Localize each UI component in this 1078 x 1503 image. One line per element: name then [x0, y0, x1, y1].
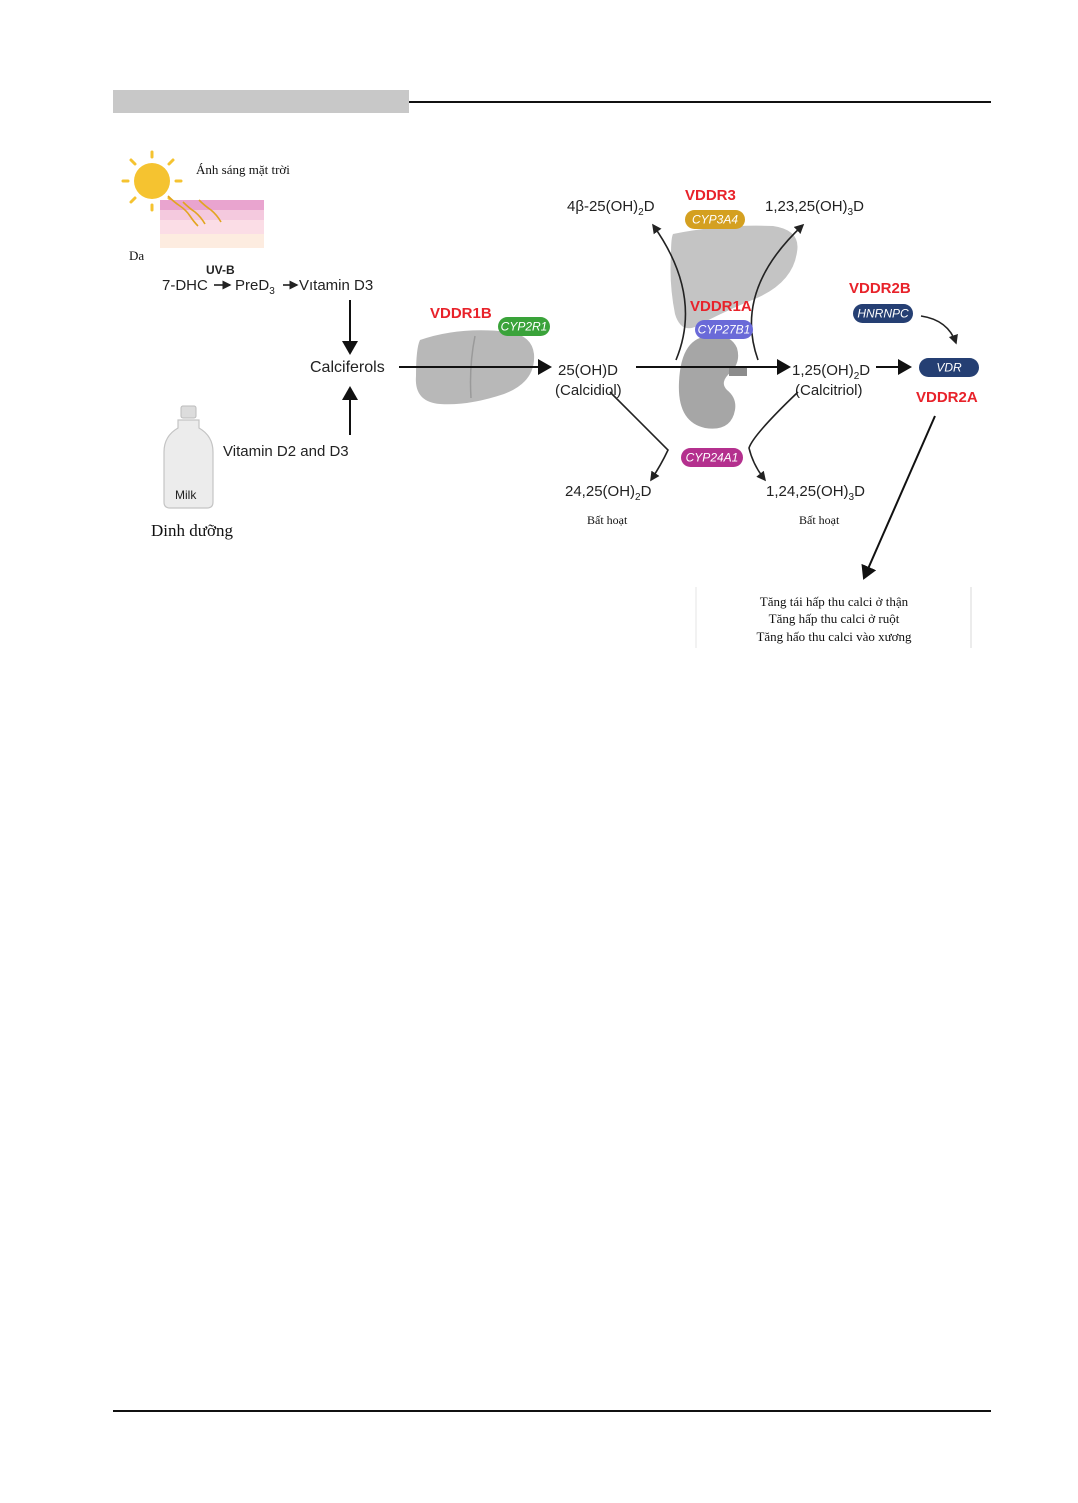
skin-label: Da: [129, 248, 144, 263]
milk-label: Milk: [175, 488, 197, 502]
sunlight-label: Ánh sáng mặt trời: [196, 162, 290, 177]
kidney-icon: [678, 335, 747, 429]
arrow-to-123-25: [750, 223, 805, 361]
effects-box: Tăng tái hấp thu calci ở thận Tăng hấp t…: [695, 587, 972, 648]
vdr-label: VDR: [936, 361, 962, 375]
liver-icon: [670, 225, 798, 329]
vddr3-label: VDDR3: [685, 187, 736, 204]
tri123-label: 1,23,25(OH)3D: [765, 198, 864, 218]
effect-intestine: Tăng hấp thu calci ở ruột: [769, 611, 900, 626]
skin-icon: [160, 195, 264, 248]
header-rule: [409, 101, 991, 103]
cyp2r1-pill: [498, 317, 550, 336]
effect-bone: Tăng hấo thu calci vào xương: [756, 629, 912, 644]
inactive-right-label: Bất hoạt: [799, 513, 840, 527]
cyp24a1-pill: [681, 448, 743, 467]
hnrnpc-label: HNRNPC: [857, 307, 909, 321]
dhc-label: 7-DHC: [162, 277, 208, 294]
inactive-left-label: Bất hoạt: [587, 513, 628, 527]
vitamin-d-metabolism-diagram: Ánh sáng mặt trời Da UV-B 7-DHC PreD3 Vı…: [121, 150, 979, 648]
vddr2b-label: VDDR2B: [849, 280, 911, 297]
pred3-label: PreD3: [235, 277, 275, 297]
vitd2d3-label: Vitamin D2 and D3: [223, 443, 349, 460]
beta4-label: 4β-25(OH)2D: [567, 198, 655, 218]
di2425-label: 24,25(OH)2D: [565, 483, 652, 503]
footer-rule: [113, 1410, 991, 1412]
tri12425-label: 1,24,25(OH)3D: [766, 483, 865, 503]
arrow-to-12425: [748, 391, 799, 482]
arrow-to-2425: [609, 391, 669, 482]
hnrnpc-pill: [853, 304, 913, 323]
cyp3a4-pill: [685, 210, 745, 229]
arrow-hnrnpc-vdr: [920, 315, 958, 345]
cyp24a1-label: CYP24A1: [686, 451, 739, 465]
vitd3-label: Vıtamin D3: [299, 277, 373, 294]
calcitriol-line2: (Calcitriol): [795, 382, 863, 399]
vddr2a-label: VDDR2A: [916, 389, 978, 406]
arrow-vdr-effects: [861, 415, 936, 580]
effect-kidney: Tăng tái hấp thu calci ở thận: [760, 594, 909, 609]
cyp2r1-label: CYP2R1: [501, 320, 548, 334]
calcidiol-line2: (Calcidiol): [555, 382, 622, 399]
calcitriol-line1: 1,25(OH)2D: [792, 362, 870, 382]
milk-bottle-icon: [163, 405, 214, 509]
sun-icon: [121, 150, 183, 212]
cyp27b1-label: CYP27B1: [698, 323, 751, 337]
vddr1b-label: VDDR1B: [430, 305, 492, 322]
arrow-to-4beta: [652, 223, 687, 361]
uvb-label: UV-B: [206, 263, 235, 277]
cyp3a4-label: CYP3A4: [692, 213, 738, 227]
calcidiol-line1: 25(OH)D: [558, 362, 618, 379]
nutrition-label: Dinh dưỡng: [151, 521, 233, 540]
vdr-pill: [919, 358, 979, 377]
cyp27b1-pill: [695, 320, 753, 339]
header-bar: [113, 90, 409, 113]
calciferols-label: Calciferols: [310, 359, 385, 376]
vddr1a-label: VDDR1A: [690, 298, 752, 315]
